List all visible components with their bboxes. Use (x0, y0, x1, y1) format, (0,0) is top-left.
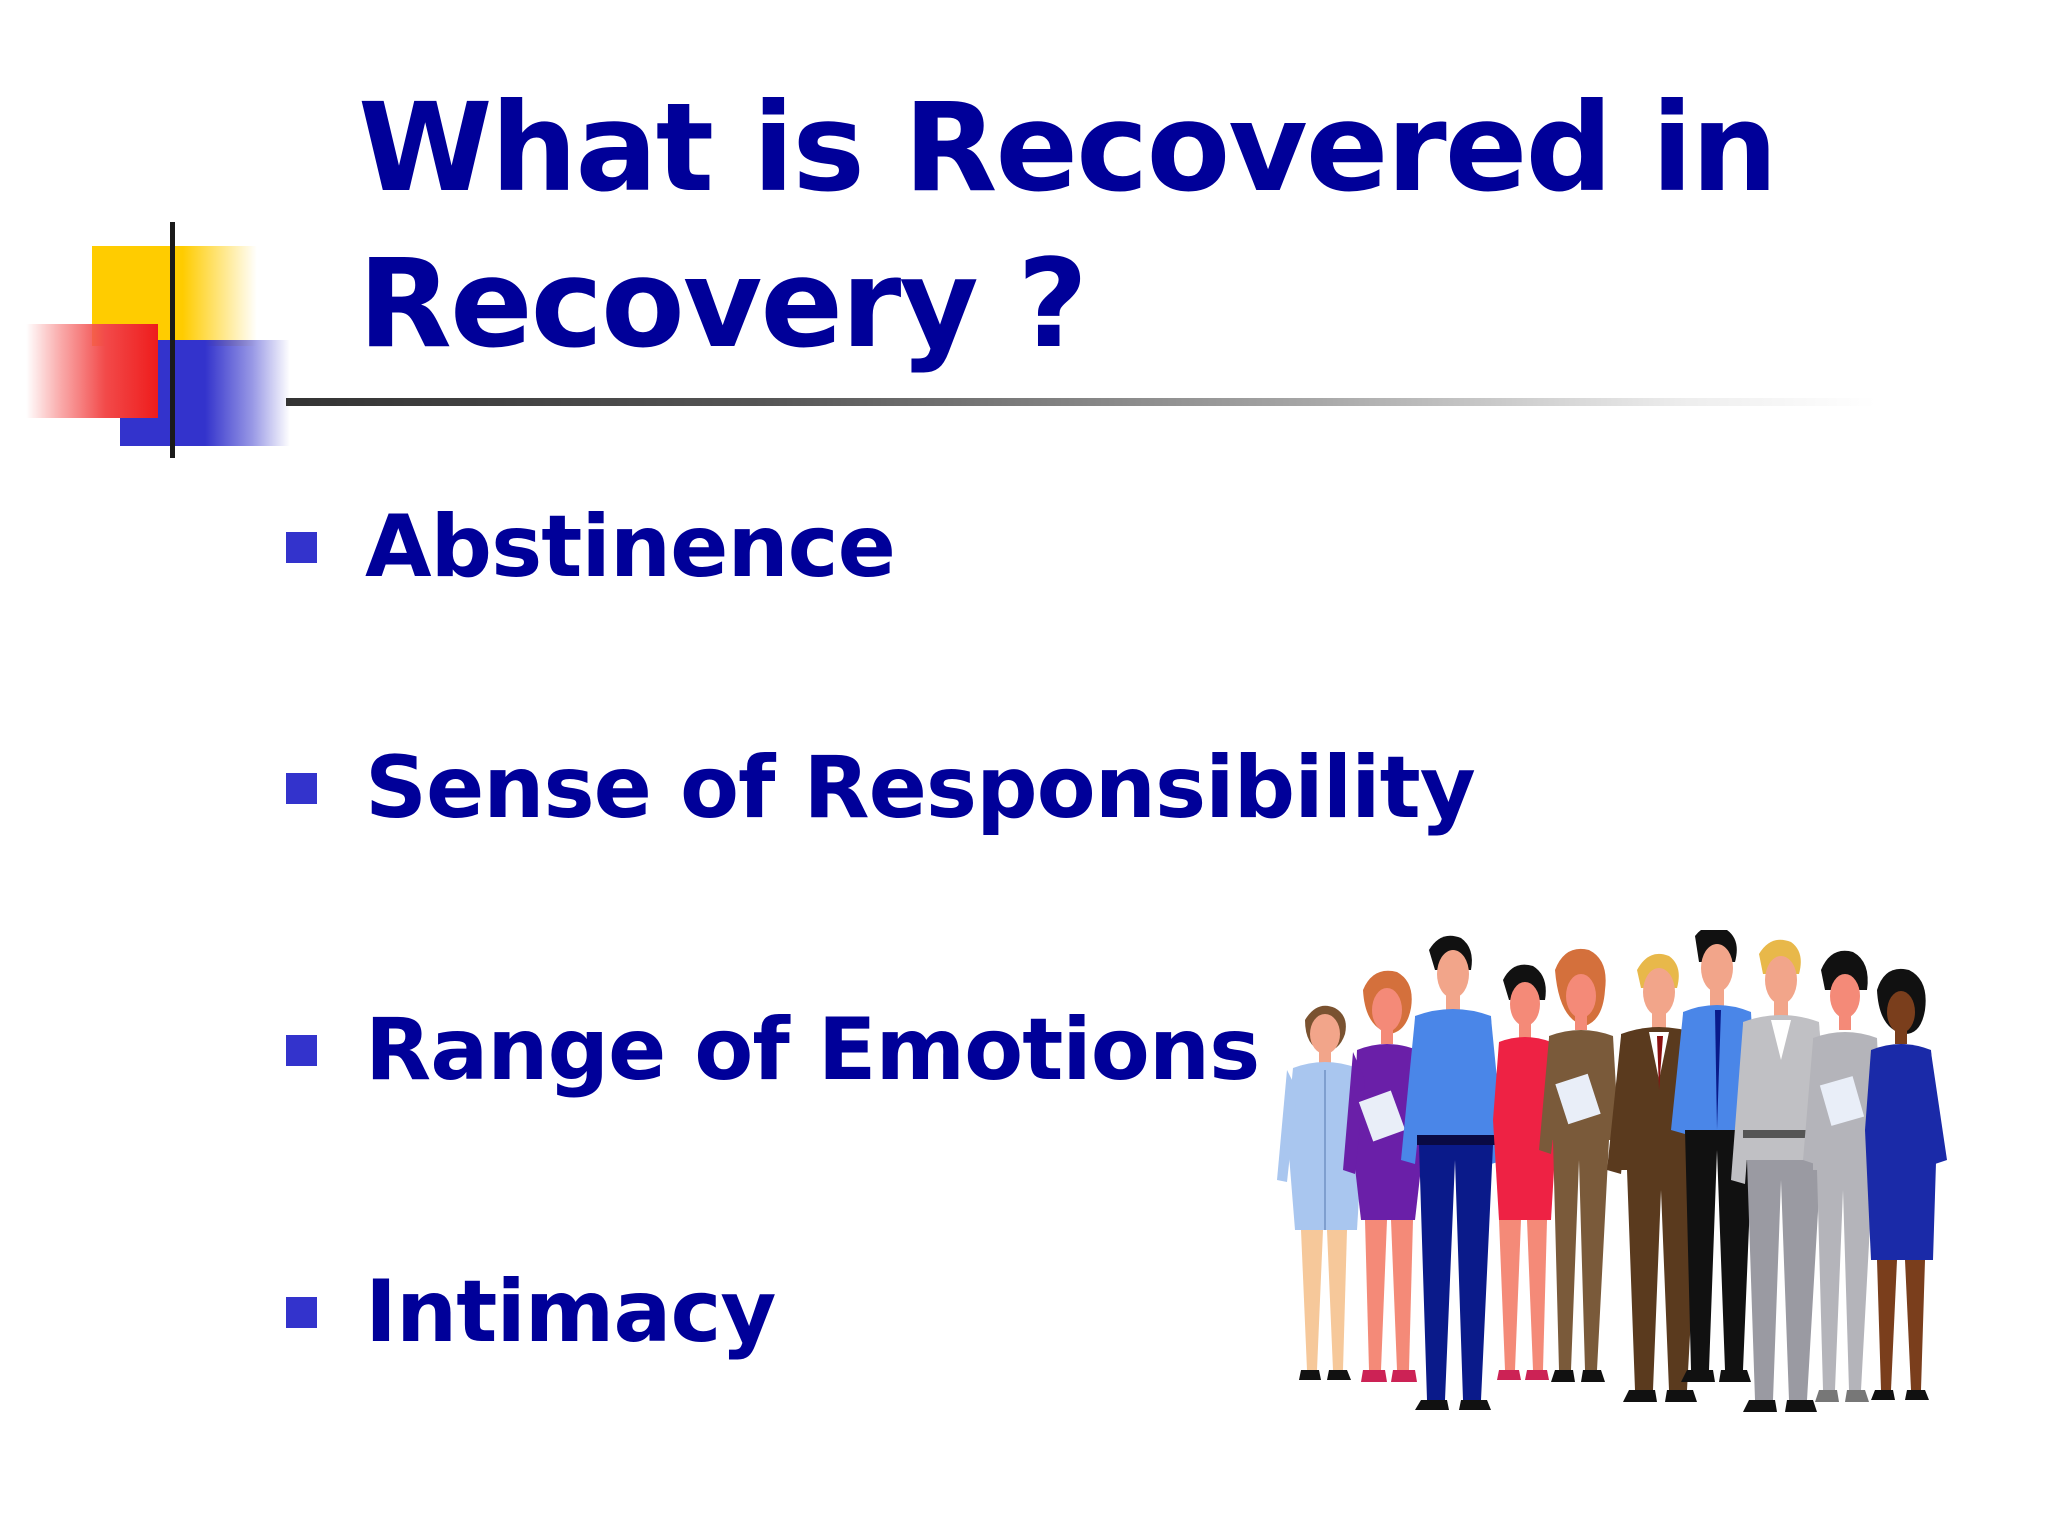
person-figure (1539, 948, 1619, 1382)
person-figure (1865, 968, 1947, 1400)
decorative-red-square (26, 324, 158, 418)
bullet-item: Abstinence (286, 492, 896, 602)
person-figure (1343, 970, 1423, 1382)
group-of-people-illustration (1277, 930, 1947, 1412)
bullet-square-icon (286, 531, 317, 563)
bullet-text: Range of Emotions (365, 1000, 1260, 1100)
bullet-item: Sense of Responsibility (286, 733, 1476, 843)
bullet-square-icon (286, 772, 317, 804)
bullet-square-icon (286, 1034, 317, 1066)
bullet-item: Range of Emotions (286, 995, 1260, 1105)
bullet-text: Abstinence (365, 497, 896, 597)
bullet-item: Intimacy (286, 1257, 776, 1367)
bullet-text: Intimacy (365, 1262, 776, 1362)
person-figure (1401, 935, 1505, 1410)
person-figure (1731, 939, 1833, 1412)
slide-title: What is Recovered in Recovery ? (358, 77, 1778, 375)
decorative-vertical-line (170, 222, 175, 458)
person-figure (1493, 964, 1557, 1380)
bullet-text: Sense of Responsibility (365, 738, 1476, 838)
bullet-square-icon (286, 1296, 317, 1328)
title-underline (286, 398, 1876, 406)
